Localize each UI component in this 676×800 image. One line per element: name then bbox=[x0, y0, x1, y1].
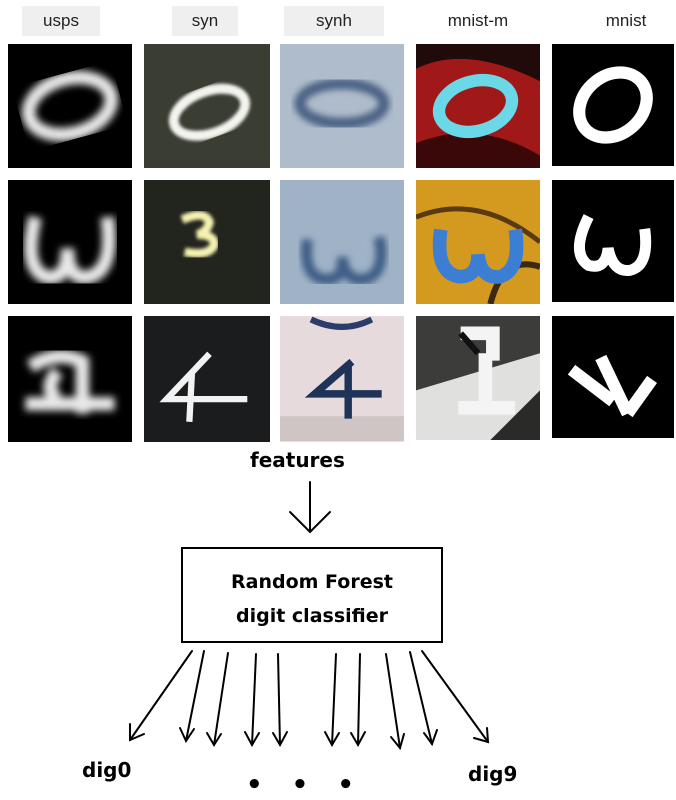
column-label-synh: synh bbox=[284, 6, 384, 36]
mnist-m-digit-0-image bbox=[416, 44, 540, 168]
synh-digit-0-image bbox=[280, 44, 404, 168]
mnist-m-digit-3-image bbox=[416, 180, 540, 304]
column-label-usps: usps bbox=[22, 6, 100, 36]
synh-digit-3-image bbox=[280, 180, 404, 304]
synh-digit-4-image bbox=[280, 316, 404, 442]
syn-digit-0-image bbox=[144, 44, 270, 168]
usps-digit-0-image bbox=[8, 44, 132, 168]
mnist-digit-3-image bbox=[552, 180, 674, 302]
features-arrow-head bbox=[289, 511, 331, 534]
ellipsis-dots: • • • bbox=[246, 770, 364, 800]
mnist-m-digit-4-image bbox=[416, 316, 540, 440]
features-label: features bbox=[250, 448, 345, 472]
mnist-digit-4-image bbox=[552, 316, 674, 438]
usps-digit-3-image bbox=[8, 180, 132, 304]
classifier-title: Random Forest bbox=[231, 571, 393, 593]
column-label-syn: syn bbox=[172, 6, 238, 36]
syn-digit-3-image bbox=[144, 180, 270, 304]
output-arrow-dig0 bbox=[129, 650, 193, 741]
output-label-dig9: dig9 bbox=[468, 762, 518, 786]
column-label-mnist-m: mnist-m bbox=[406, 6, 550, 36]
random-forest-classifier-box: Random Forest digit classifier bbox=[181, 547, 443, 643]
mnist-digit-0-image bbox=[552, 44, 674, 166]
classifier-subtitle: digit classifier bbox=[236, 605, 388, 627]
column-label-mnist: mnist bbox=[586, 6, 666, 36]
usps-digit-4-image bbox=[8, 316, 132, 442]
output-label-dig0: dig0 bbox=[82, 758, 132, 782]
syn-digit-4-image bbox=[144, 316, 270, 442]
